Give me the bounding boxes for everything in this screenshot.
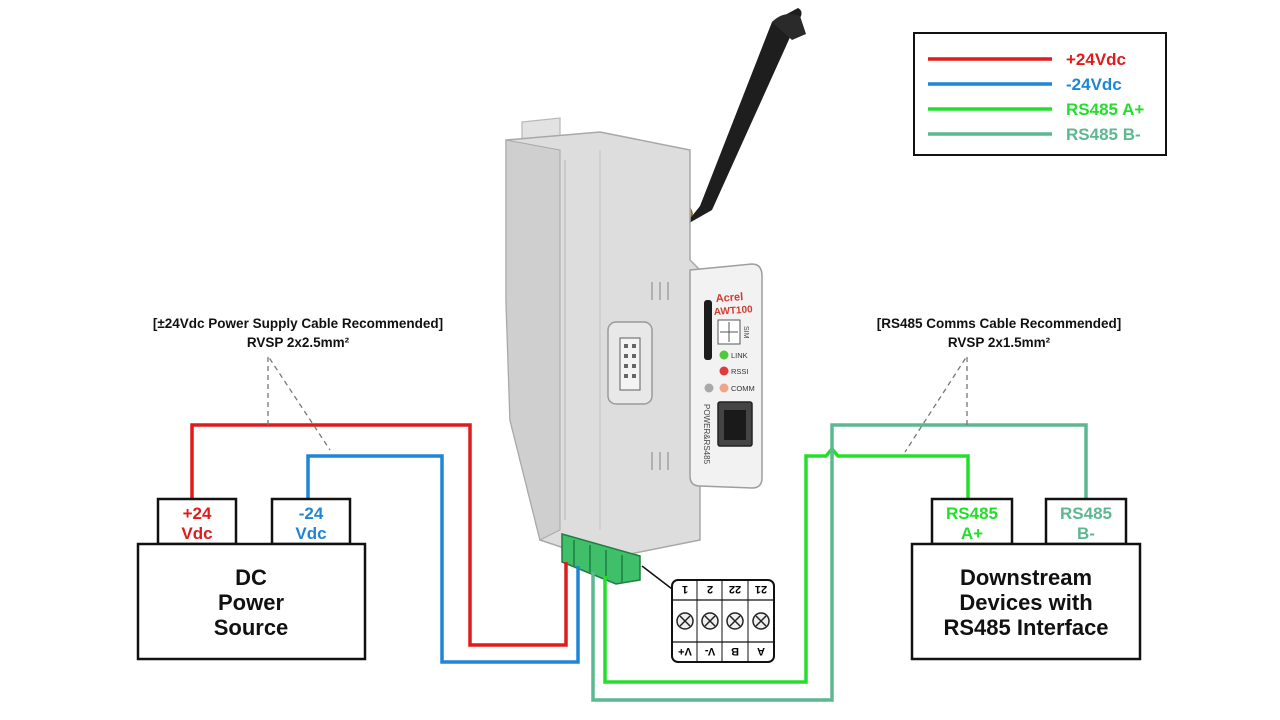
sim-slot: [704, 300, 712, 360]
plus-24-terminal: [156, 497, 238, 546]
port-label: POWER&RS485: [702, 404, 711, 465]
svg-text:RS485: RS485: [946, 504, 998, 523]
svg-text:RS485: RS485: [1060, 504, 1112, 523]
cable-leaders: [267, 353, 968, 453]
comm-led-label: COMM: [731, 384, 755, 393]
legend: +24Vdc -24Vdc RS485 A+ RS485 B-: [913, 32, 1167, 156]
rssi-led-label: RSSI: [731, 367, 749, 376]
link-led: [719, 350, 729, 360]
svg-text:Source: Source: [214, 615, 289, 640]
terminal-num-22: 22: [729, 583, 741, 595]
awt100-device: Acrel AWT100 SIM LINK RSSI COMM POWER&RS…: [505, 8, 806, 585]
wires: [190, 423, 1088, 702]
terminal-block: [561, 533, 641, 585]
terminal-screws: [676, 612, 770, 630]
downstream-devices: RS485 A+ RS485 B- Downstream Devices wit…: [910, 497, 1142, 661]
svg-text:Devices with: Devices with: [959, 590, 1092, 615]
aux-led: [704, 383, 714, 393]
comms-cable-spec: RVSP 2x1.5mm²: [948, 335, 1051, 350]
brand-label: Acrel: [715, 291, 743, 305]
terminal-num-2: 2: [707, 583, 713, 595]
wire-plus-24vdc: [190, 423, 568, 647]
dc-power-source: +24 Vdc -24 Vdc DC Power Source: [136, 497, 367, 661]
svg-text:A+: A+: [961, 524, 983, 543]
link-led-label: LINK: [731, 351, 748, 360]
terminal-label-vminus: V-: [704, 645, 715, 657]
terminal-num-1: 1: [682, 583, 688, 595]
minus-24-terminal: [270, 497, 352, 546]
wire-minus-24vdc: [306, 454, 580, 664]
legend-label-rs485-a: RS485 A+: [1066, 100, 1144, 119]
terminal-num-21: 21: [755, 583, 767, 595]
power-source-box: [136, 542, 367, 661]
wire-rs485-b: [591, 423, 1088, 702]
model-label: AWT100: [713, 304, 753, 318]
terminal-label-vplus: V+: [678, 645, 692, 657]
svg-text:B-: B-: [1077, 524, 1095, 543]
svg-text:Downstream: Downstream: [960, 565, 1092, 590]
svg-text:+24: +24: [183, 504, 212, 523]
comms-cable-note: [RS485 Comms Cable Recommended]: [877, 316, 1122, 331]
downstream-box: [910, 542, 1142, 661]
terminal-label-a: A: [757, 645, 765, 657]
rssi-led: [719, 366, 729, 376]
svg-text:DC: DC: [235, 565, 267, 590]
sim-label: SIM: [742, 326, 749, 339]
svg-text:Vdc: Vdc: [181, 524, 212, 543]
svg-text:-24: -24: [299, 504, 324, 523]
terminal-inset: 1 2 22 21 V+ V- B A: [641, 565, 775, 663]
rs485-a-terminal: [930, 497, 1014, 546]
legend-label-rs485-b: RS485 B-: [1066, 125, 1141, 144]
power-cable-spec: RVSP 2x2.5mm²: [247, 335, 350, 350]
legend-label-plus-24: +24Vdc: [1066, 50, 1126, 69]
terminal-label-b: B: [731, 645, 739, 657]
wire-rs485-a: [603, 446, 970, 684]
power-cable-note: [±24Vdc Power Supply Cable Recommended]: [153, 316, 443, 331]
legend-label-minus-24: -24Vdc: [1066, 75, 1122, 94]
svg-text:Power: Power: [218, 590, 284, 615]
svg-text:RS485 Interface: RS485 Interface: [943, 615, 1108, 640]
comm-led: [719, 383, 729, 393]
svg-text:Vdc: Vdc: [295, 524, 326, 543]
